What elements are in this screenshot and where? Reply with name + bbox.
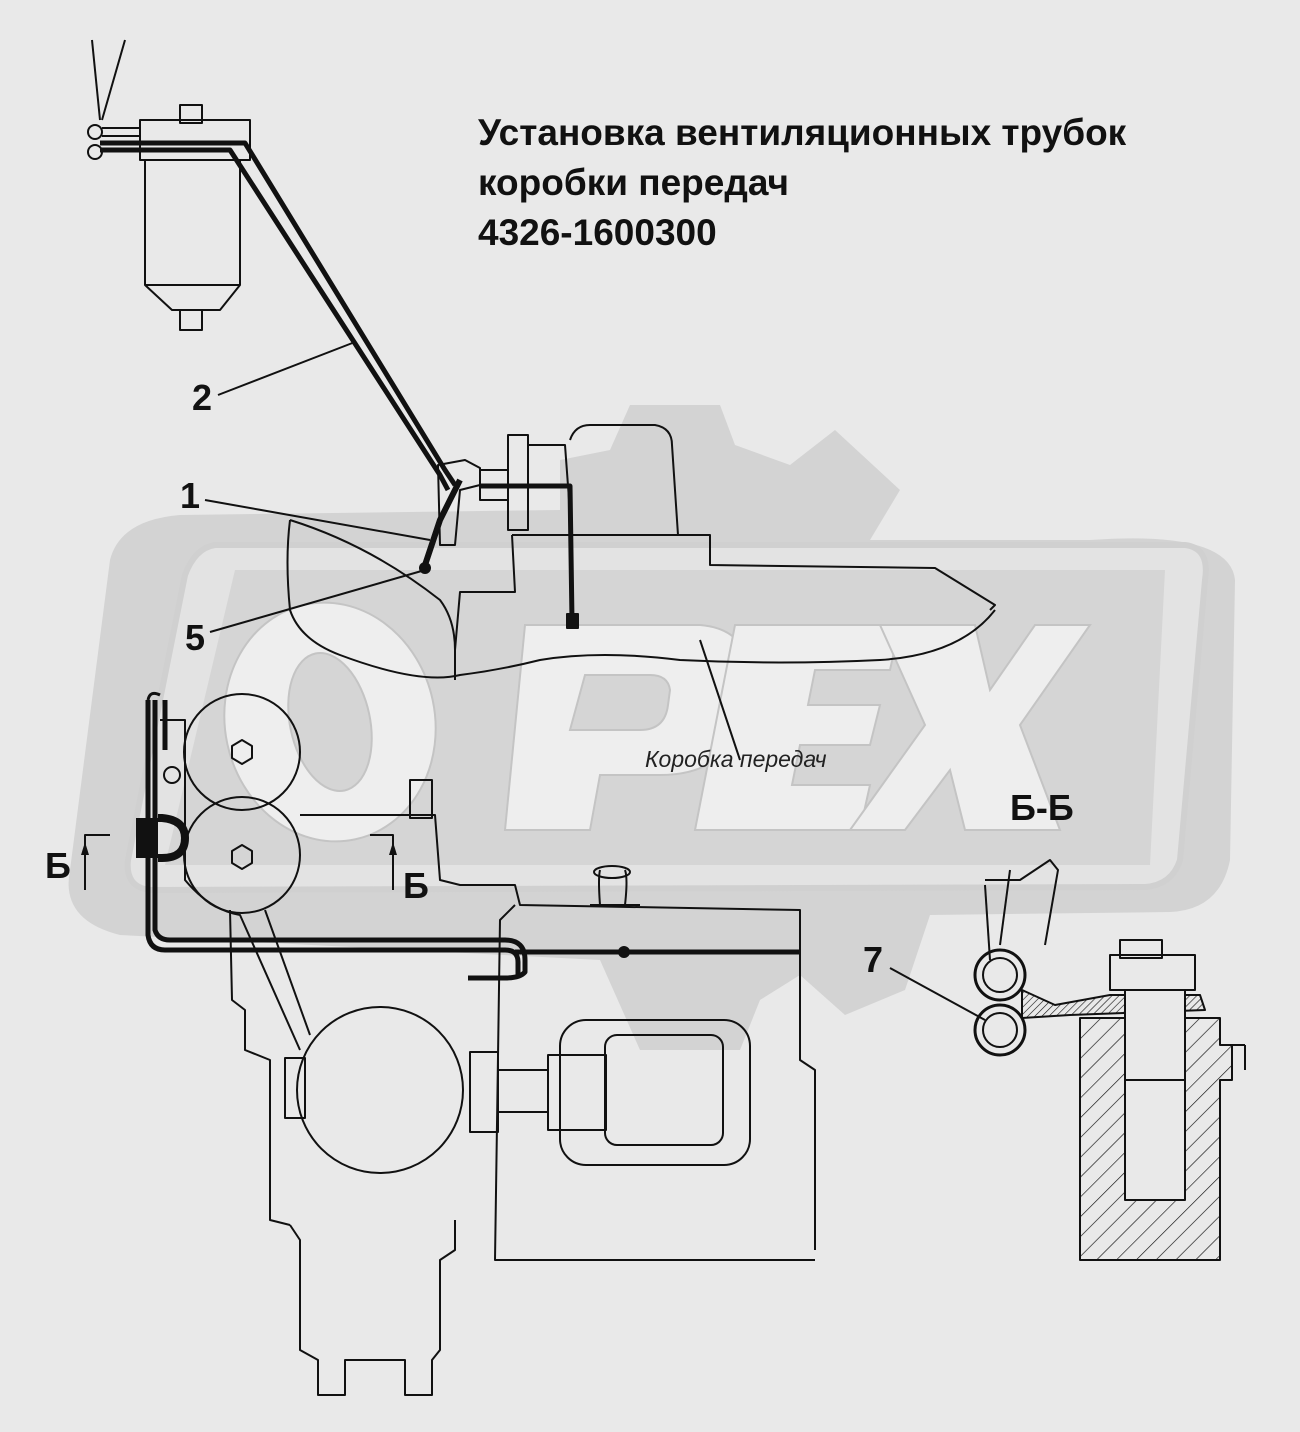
breather-filter [87, 39, 251, 331]
leader-lines [204, 341, 986, 1021]
callout-5: 5 [185, 617, 206, 658]
gearbox-housing [286, 424, 996, 761]
callout-2: 2 [192, 377, 213, 418]
schematic-lines [81, 39, 1246, 1396]
watermark-letters [223, 601, 1092, 843]
gearbox-label: Коробка передач [645, 746, 827, 772]
section-mark-left: Б [45, 845, 71, 886]
section-title: Б-Б [1010, 787, 1074, 828]
section-mark-right: Б [403, 865, 429, 906]
title-line-2: коробки передач [478, 162, 789, 203]
callout-7: 7 [863, 939, 884, 980]
tube-bracket [437, 434, 579, 629]
title-line-1: Установка вентиляционных трубок [478, 112, 1127, 153]
section-marks [84, 834, 394, 890]
vent-hoses-lower [145, 691, 800, 981]
drawing-title: Установка вентиляционных трубок коробки … [478, 108, 1126, 258]
lower-housing [160, 693, 816, 1396]
vent-tube-2 [100, 140, 458, 492]
callout-1: 1 [180, 475, 201, 516]
section-detail [973, 859, 1246, 1261]
title-line-3: 4326-1600300 [478, 212, 717, 253]
